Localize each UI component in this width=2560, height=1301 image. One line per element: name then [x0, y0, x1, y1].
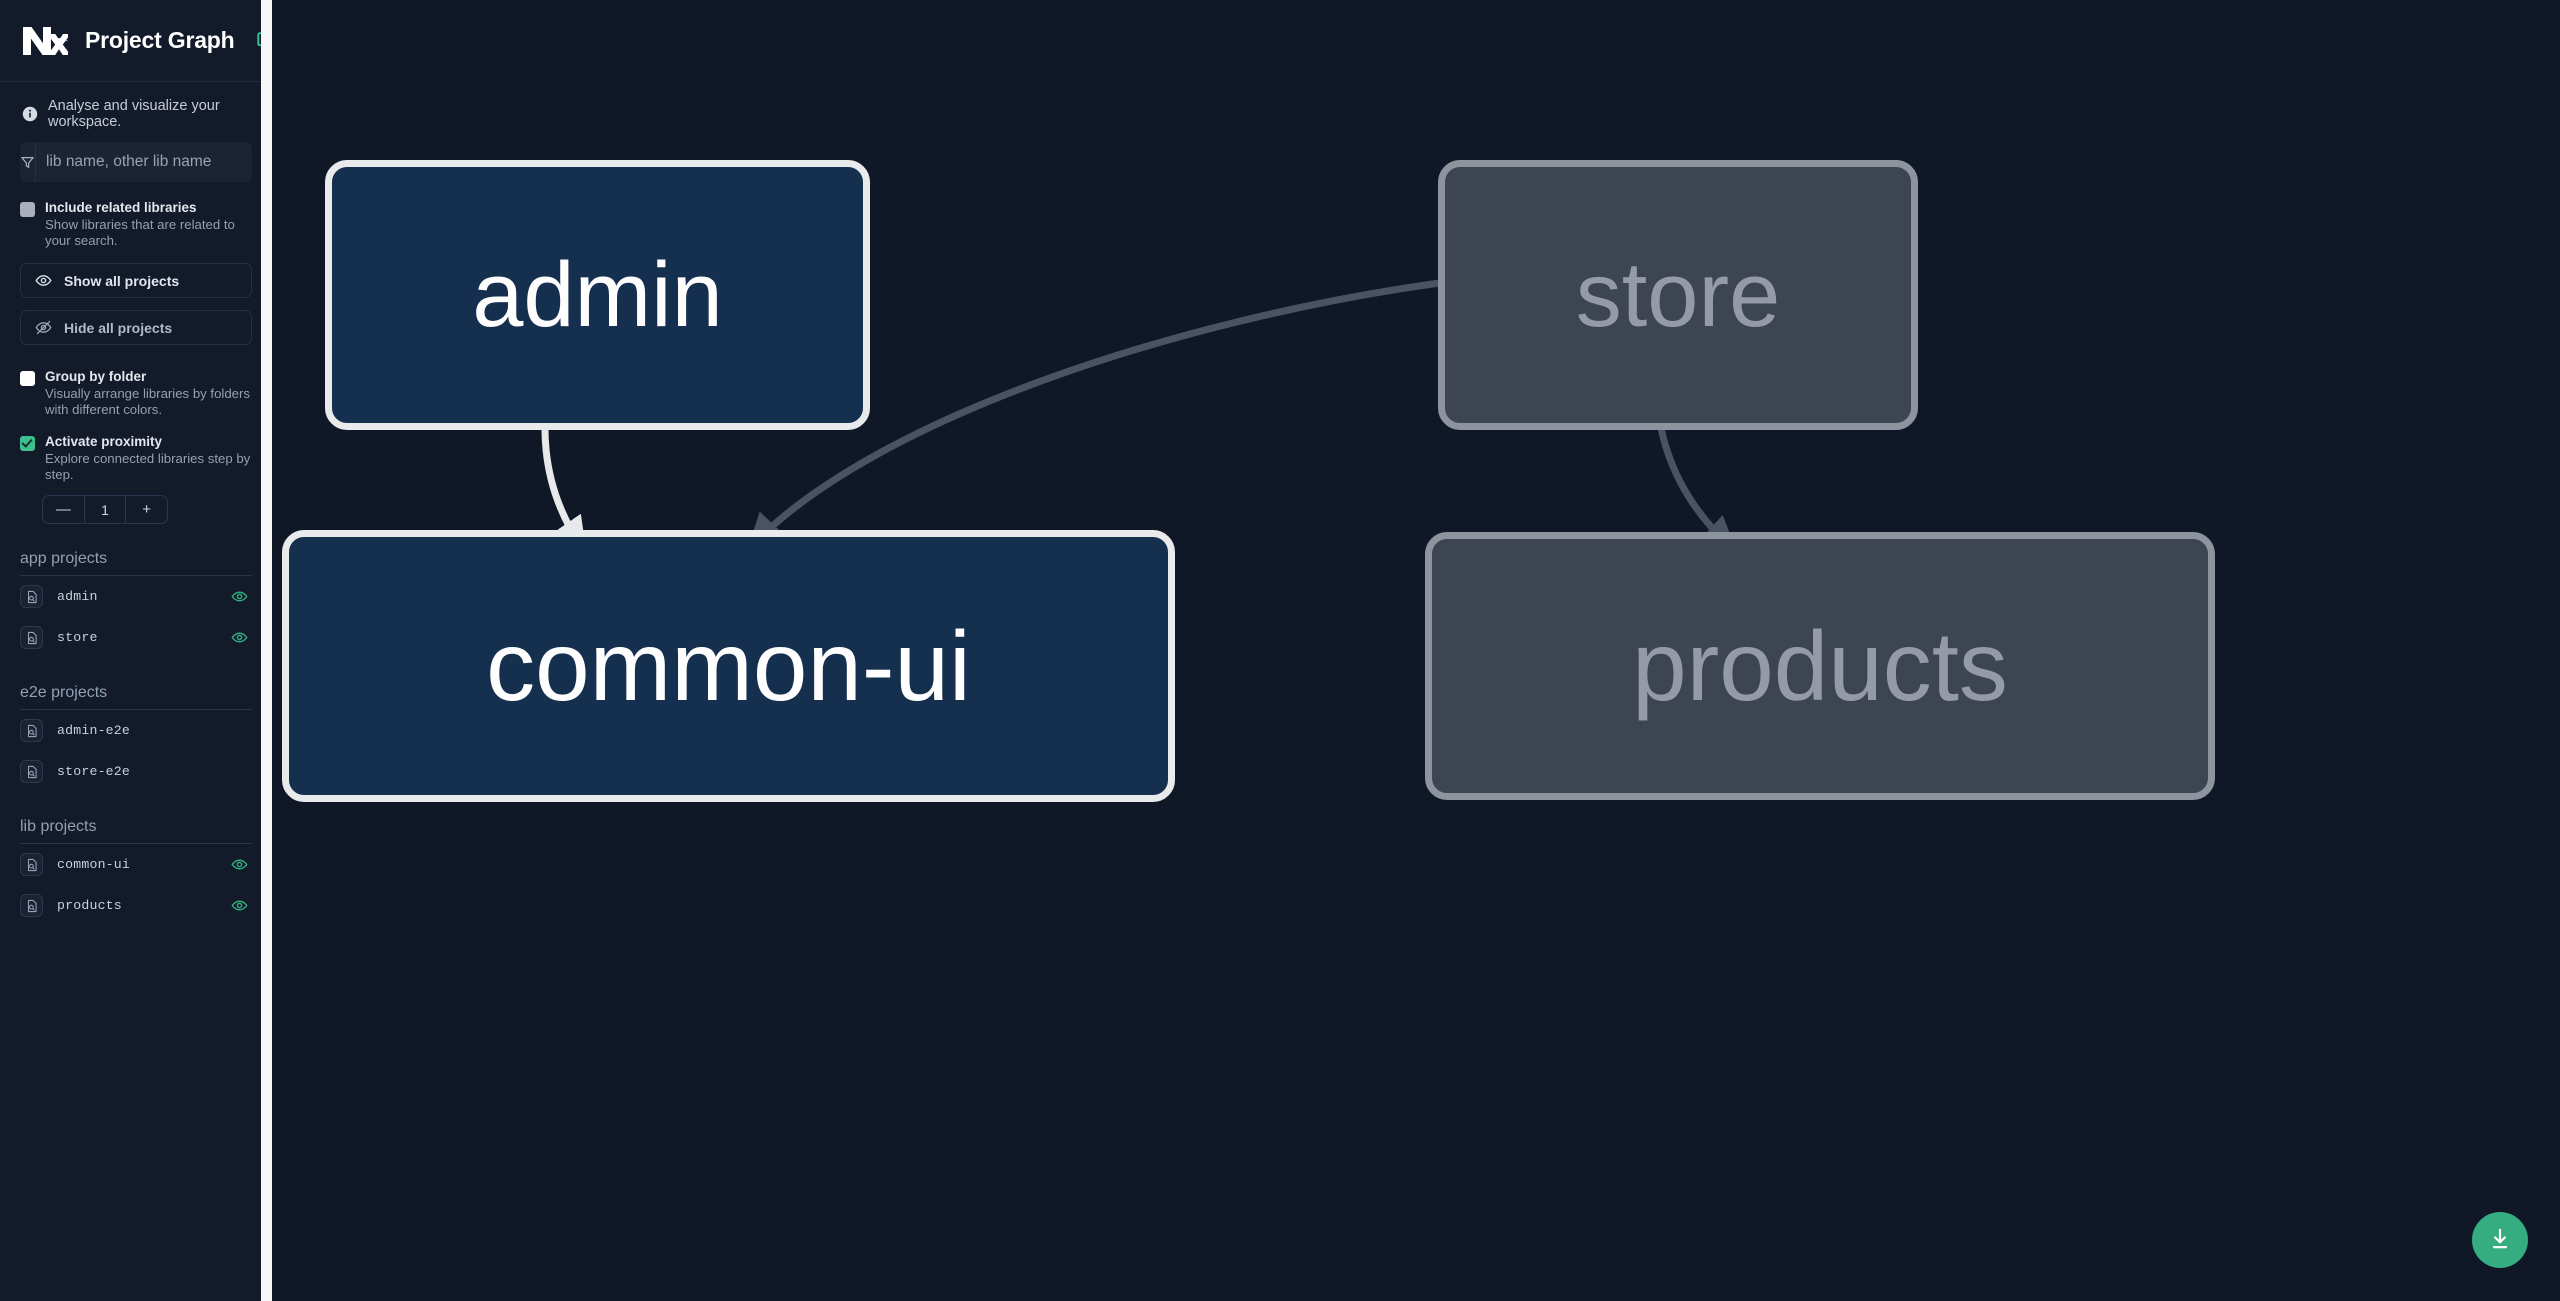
- show-all-projects-button[interactable]: Show all projects: [20, 263, 252, 298]
- page-title: Project Graph: [85, 27, 235, 53]
- graph-node-common-ui[interactable]: common-ui: [282, 530, 1175, 802]
- download-icon: [2487, 1226, 2513, 1255]
- option-include-related-libraries[interactable]: Include related libraries Show libraries…: [20, 190, 252, 251]
- project-visible-eye-icon[interactable]: [231, 629, 248, 646]
- graph-node-label: admin: [472, 244, 723, 346]
- project-file-icon: [20, 719, 43, 742]
- project-file-icon: [20, 585, 43, 608]
- sidebar-scrollbar[interactable]: [261, 0, 272, 1301]
- group-title: e2e projects: [20, 684, 252, 710]
- eye-off-icon: [35, 320, 52, 335]
- tagline: Analyse and visualize your workspace.: [0, 82, 272, 142]
- proximity-increment-button[interactable]: +: [125, 496, 167, 523]
- group-lib-projects: lib projects common-ui: [20, 818, 252, 926]
- proximity-stepper[interactable]: — 1 +: [42, 495, 168, 524]
- graph-node-admin[interactable]: admin: [325, 160, 870, 430]
- eye-icon: [35, 275, 52, 286]
- show-all-projects-label: Show all projects: [64, 272, 180, 289]
- sidebar: Project Graph Analyse and visualize your…: [0, 0, 277, 1301]
- graph-canvas[interactable]: admin store common-ui products: [272, 0, 2560, 1301]
- option-label: Include related libraries: [45, 200, 197, 215]
- project-name: store: [57, 630, 98, 645]
- download-button[interactable]: [2472, 1212, 2528, 1268]
- group-title: lib projects: [20, 818, 252, 844]
- graph-node-products[interactable]: products: [1425, 532, 2215, 800]
- option-activate-proximity[interactable]: Activate proximity Explore connected lib…: [20, 424, 252, 485]
- project-row-products[interactable]: products: [20, 885, 252, 926]
- graph-node-label: common-ui: [486, 611, 971, 721]
- project-row-store[interactable]: store: [20, 617, 252, 658]
- edge-store-to-common-ui: [747, 279, 1441, 551]
- proximity-value: 1: [83, 496, 126, 523]
- nx-logo-icon: [20, 21, 71, 61]
- graph-node-store[interactable]: store: [1438, 160, 1918, 430]
- info-icon: [22, 106, 38, 122]
- project-file-icon: [20, 626, 43, 649]
- option-description: Explore connected libraries step by step…: [45, 451, 251, 482]
- funnel-icon: [20, 142, 36, 182]
- project-visible-eye-icon[interactable]: [231, 588, 248, 605]
- project-row-common-ui[interactable]: common-ui: [20, 844, 252, 885]
- option-label: Group by folder: [45, 369, 147, 384]
- project-row-admin[interactable]: admin: [20, 576, 252, 617]
- proximity-decrement-button[interactable]: —: [55, 501, 71, 518]
- graph-node-label: store: [1575, 244, 1781, 346]
- hide-all-projects-button[interactable]: Hide all projects: [20, 310, 252, 345]
- project-name: products: [57, 898, 122, 913]
- group-title: app projects: [20, 550, 252, 576]
- project-row-store-e2e[interactable]: store-e2e: [20, 751, 252, 792]
- option-description: Show libraries that are related to your …: [45, 217, 235, 248]
- project-file-icon: [20, 760, 43, 783]
- project-visible-eye-icon[interactable]: [231, 897, 248, 914]
- tagline-text: Analyse and visualize your workspace.: [48, 98, 220, 130]
- project-visible-eye-icon[interactable]: [231, 856, 248, 873]
- sidebar-controls: Include related libraries Show libraries…: [0, 142, 272, 926]
- checkbox-group-by-folder[interactable]: [20, 371, 35, 386]
- graph-node-label: products: [1632, 611, 2008, 721]
- option-group-by-folder[interactable]: Group by folder Visually arrange librari…: [20, 359, 252, 420]
- group-e2e-projects: e2e projects admin-e2e stor: [20, 684, 252, 792]
- sidebar-header: Project Graph: [0, 0, 277, 82]
- project-name: admin: [57, 589, 98, 604]
- option-label: Activate proximity: [45, 434, 163, 449]
- project-file-icon: [20, 853, 43, 876]
- checkbox-activate-proximity[interactable]: [20, 436, 35, 451]
- search-input[interactable]: [36, 142, 252, 182]
- checkbox-include-related[interactable]: [20, 202, 35, 217]
- search-field[interactable]: [20, 142, 252, 182]
- group-app-projects: app projects admin: [20, 550, 252, 658]
- hide-all-projects-label: Hide all projects: [64, 319, 173, 336]
- project-name: store-e2e: [57, 764, 131, 779]
- project-row-admin-e2e[interactable]: admin-e2e: [20, 710, 252, 751]
- project-file-icon: [20, 894, 43, 917]
- project-name: admin-e2e: [57, 723, 131, 738]
- project-name: common-ui: [57, 857, 131, 872]
- option-description: Visually arrange libraries by folders wi…: [45, 386, 250, 417]
